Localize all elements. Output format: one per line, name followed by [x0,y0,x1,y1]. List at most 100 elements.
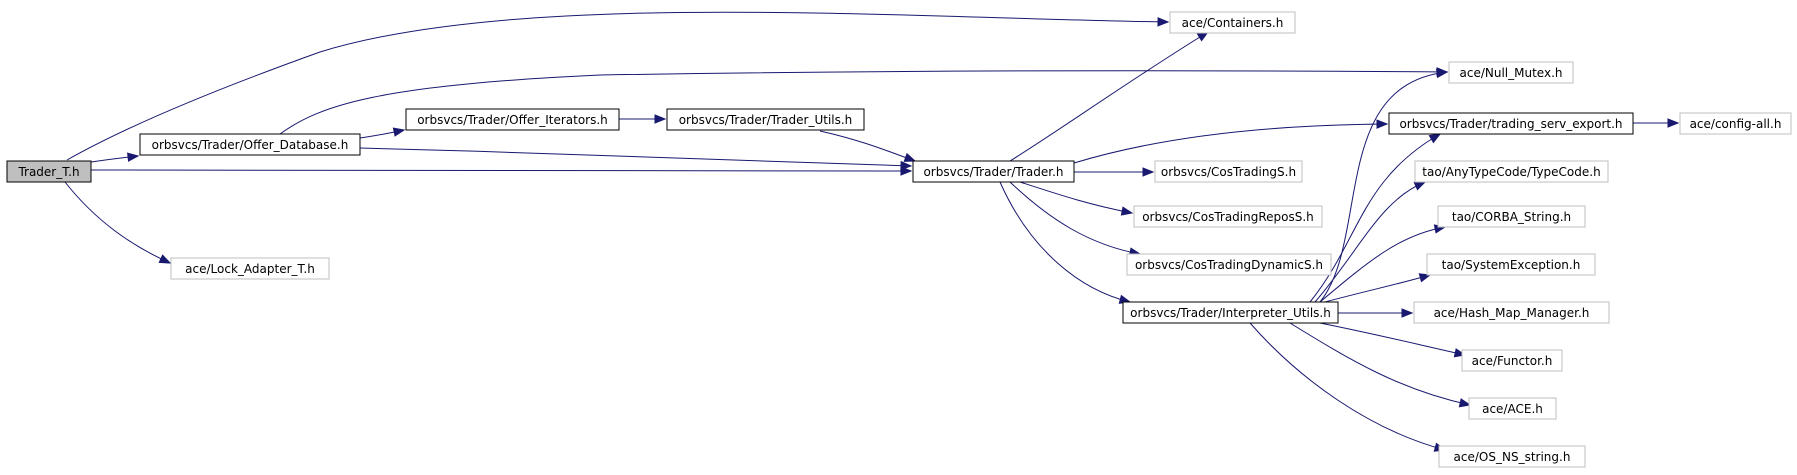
node-label: ace/Lock_Adapter_T.h [185,262,315,276]
node-box [1414,160,1609,183]
arrowhead [900,160,913,171]
node-label: orbsvcs/Trader/Trader_Utils.h [679,113,853,127]
node-box [1438,445,1586,468]
node-box [1426,253,1596,276]
arrowhead [1667,118,1680,128]
node-box [139,133,361,156]
node-box [1679,112,1792,135]
edge-trader-to-costradingdynamic [1009,181,1142,257]
node-label: ace/OS_NS_string.h [1454,450,1571,464]
arrowhead [1376,119,1389,129]
node-offer_database[interactable]: orbsvcs/Trader/Offer_Database.h [139,133,361,156]
node-label: orbsvcs/CosTradingS.h [1161,165,1296,179]
node-label: orbsvcs/Trader/Offer_Iterators.h [417,113,608,127]
node-costradings[interactable]: orbsvcs/CosTradingS.h [1154,160,1303,183]
edge-interpreter_utils-to-functor [1319,322,1467,358]
node-box [1126,253,1332,276]
arrowhead [654,114,667,124]
node-label: orbsvcs/CosTradingDynamicS.h [1135,258,1323,272]
node-box [405,108,620,131]
node-label: orbsvcs/Trader/trading_serv_export.h [1399,117,1622,131]
edge-trader-to-interpreter_utils [999,181,1132,304]
node-label: Trader_T.h [17,165,79,179]
node-lock_adapter[interactable]: ace/Lock_Adapter_T.h [170,257,330,280]
arrowhead [158,254,172,264]
edge-trader-to-costradings [1074,167,1155,177]
arrowhead [1458,398,1472,408]
node-costradingdynamic[interactable]: orbsvcs/CosTradingDynamicS.h [1126,253,1332,276]
edge-interpreter_utils-to-trading_serv_export [1309,133,1442,303]
node-label: ace/Null_Mutex.h [1460,66,1563,80]
node-functor[interactable]: ace/Functor.h [1461,349,1563,372]
node-box [1154,160,1303,183]
node-box [1413,301,1610,324]
node-ace_h[interactable]: ace/ACE.h [1468,397,1557,420]
arrowhead [1435,68,1449,79]
node-null_mutex[interactable]: ace/Null_Mutex.h [1448,61,1574,84]
edges-layer [64,11,1680,452]
node-system_exception[interactable]: tao/SystemException.h [1426,253,1596,276]
node-box [1122,301,1339,324]
edge-offer_database-to-trader [359,147,913,171]
arrowhead [1142,167,1155,177]
node-trading_serv_export[interactable]: orbsvcs/Trader/trading_serv_export.h [1388,112,1634,135]
node-containers[interactable]: ace/Containers.h [1169,11,1296,34]
arrowhead [1428,133,1442,144]
node-hash_map_manager[interactable]: ace/Hash_Map_Manager.h [1413,301,1610,324]
node-corba_string[interactable]: tao/CORBA_String.h [1437,205,1586,228]
node-box [1468,397,1557,420]
node-box [666,108,865,131]
arrowhead [127,152,140,162]
node-box [170,257,330,280]
edge-interpreter_utils-to-os_ns_string [1249,322,1447,452]
node-os_ns_string[interactable]: ace/OS_NS_string.h [1438,445,1586,468]
edge-interpreter_utils-to-system_exception [1324,273,1432,303]
edge-trader-to-trading_serv_export [1073,119,1389,164]
edge-interpreter_utils-to-null_mutex [1319,68,1449,303]
edge-trader-to-containers [1009,31,1210,162]
node-config_all[interactable]: ace/config-all.h [1679,112,1792,135]
node-label: ace/Functor.h [1472,354,1553,368]
node-box [6,160,92,183]
node-label: ace/Containers.h [1182,16,1284,30]
node-trader[interactable]: orbsvcs/Trader/Trader.h [912,160,1075,183]
node-box [1169,11,1296,34]
arrowhead [1157,17,1170,27]
node-typecode[interactable]: tao/AnyTypeCode/TypeCode.h [1414,160,1609,183]
nodes-layer: Trader_T.h orbsvcs/Trader/Offer_Database.… [6,11,1792,468]
arrowhead [1120,206,1134,216]
edge-trader_t-to-lock_adapter [64,181,172,264]
node-box [1461,349,1563,372]
node-costradingrepos[interactable]: orbsvcs/CosTradingReposS.h [1133,205,1323,228]
edge-interpreter_utils-to-hash_map_manager [1338,308,1414,318]
node-label: orbsvcs/Trader/Interpreter_Utils.h [1130,306,1331,320]
edge-trading_serv_export-to-config_all [1633,118,1680,128]
node-label: orbsvcs/Trader/Trader.h [923,165,1063,179]
node-box [1448,61,1574,84]
edge-trader-to-costradingrepos [1019,181,1134,216]
node-box [1437,205,1586,228]
node-interpreter_utils[interactable]: orbsvcs/Trader/Interpreter_Utils.h [1122,301,1339,324]
edge-trader_t-to-containers [66,11,1170,161]
edge-trader_utils-to-trader [819,130,917,162]
node-box [1133,205,1323,228]
node-box [1388,112,1634,135]
node-box [912,160,1075,183]
edge-interpreter_utils-to-ace_h [1289,322,1472,408]
arrowhead [1418,273,1432,283]
node-offer_iterators[interactable]: orbsvcs/Trader/Offer_Iterators.h [405,108,620,131]
node-trader_utils[interactable]: orbsvcs/Trader/Trader_Utils.h [666,108,865,131]
edge-trader_t-to-offer_database [90,152,140,163]
node-trader_t[interactable]: Trader_T.h [6,160,92,183]
arrowhead [392,127,406,137]
arrowhead [1401,308,1414,318]
edge-offer_iterators-to-trader_utils [619,114,667,124]
edge-trader_t-to-trader [90,166,913,176]
arrowhead [1413,181,1427,191]
edge-offer_database-to-offer_iterators [359,127,406,139]
arrowhead [903,152,917,162]
node-label: orbsvcs/CosTradingReposS.h [1142,210,1314,224]
node-label: orbsvcs/Trader/Offer_Database.h [152,138,349,152]
node-label: ace/Hash_Map_Manager.h [1434,306,1590,320]
